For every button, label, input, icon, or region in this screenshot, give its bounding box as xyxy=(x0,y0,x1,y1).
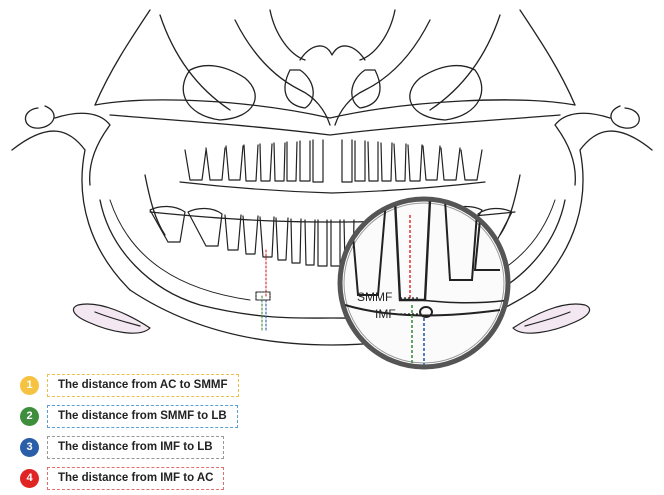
smmf-label: SMMF xyxy=(357,290,392,304)
upper-teeth xyxy=(180,140,485,193)
legend-number-badge: 4 xyxy=(20,469,39,488)
legend-number-badge: 1 xyxy=(20,376,39,395)
legend-number-badge: 2 xyxy=(20,407,39,426)
left-measurement-lines xyxy=(256,250,270,332)
legend-label: The distance from IMF to AC xyxy=(47,467,224,490)
legend-item-imf-lb: 3 The distance from IMF to LB xyxy=(20,433,260,461)
magnifier-lens xyxy=(340,199,510,370)
measurement-legend: 1 The distance from AC to SMMF 2 The dis… xyxy=(20,371,260,495)
imf-label: IMF xyxy=(375,307,396,321)
maxilla-outline xyxy=(95,10,575,135)
legend-number-badge: 3 xyxy=(20,438,39,457)
legend-label: The distance from SMMF to LB xyxy=(47,405,238,428)
legend-label: The distance from AC to SMMF xyxy=(47,374,239,397)
legend-item-smmf-lb: 2 The distance from SMMF to LB xyxy=(20,402,260,430)
legend-item-ac-smmf: 1 The distance from AC to SMMF xyxy=(20,371,260,399)
legend-label: The distance from IMF to LB xyxy=(47,436,224,459)
legend-item-imf-ac: 4 The distance from IMF to AC xyxy=(20,464,260,492)
